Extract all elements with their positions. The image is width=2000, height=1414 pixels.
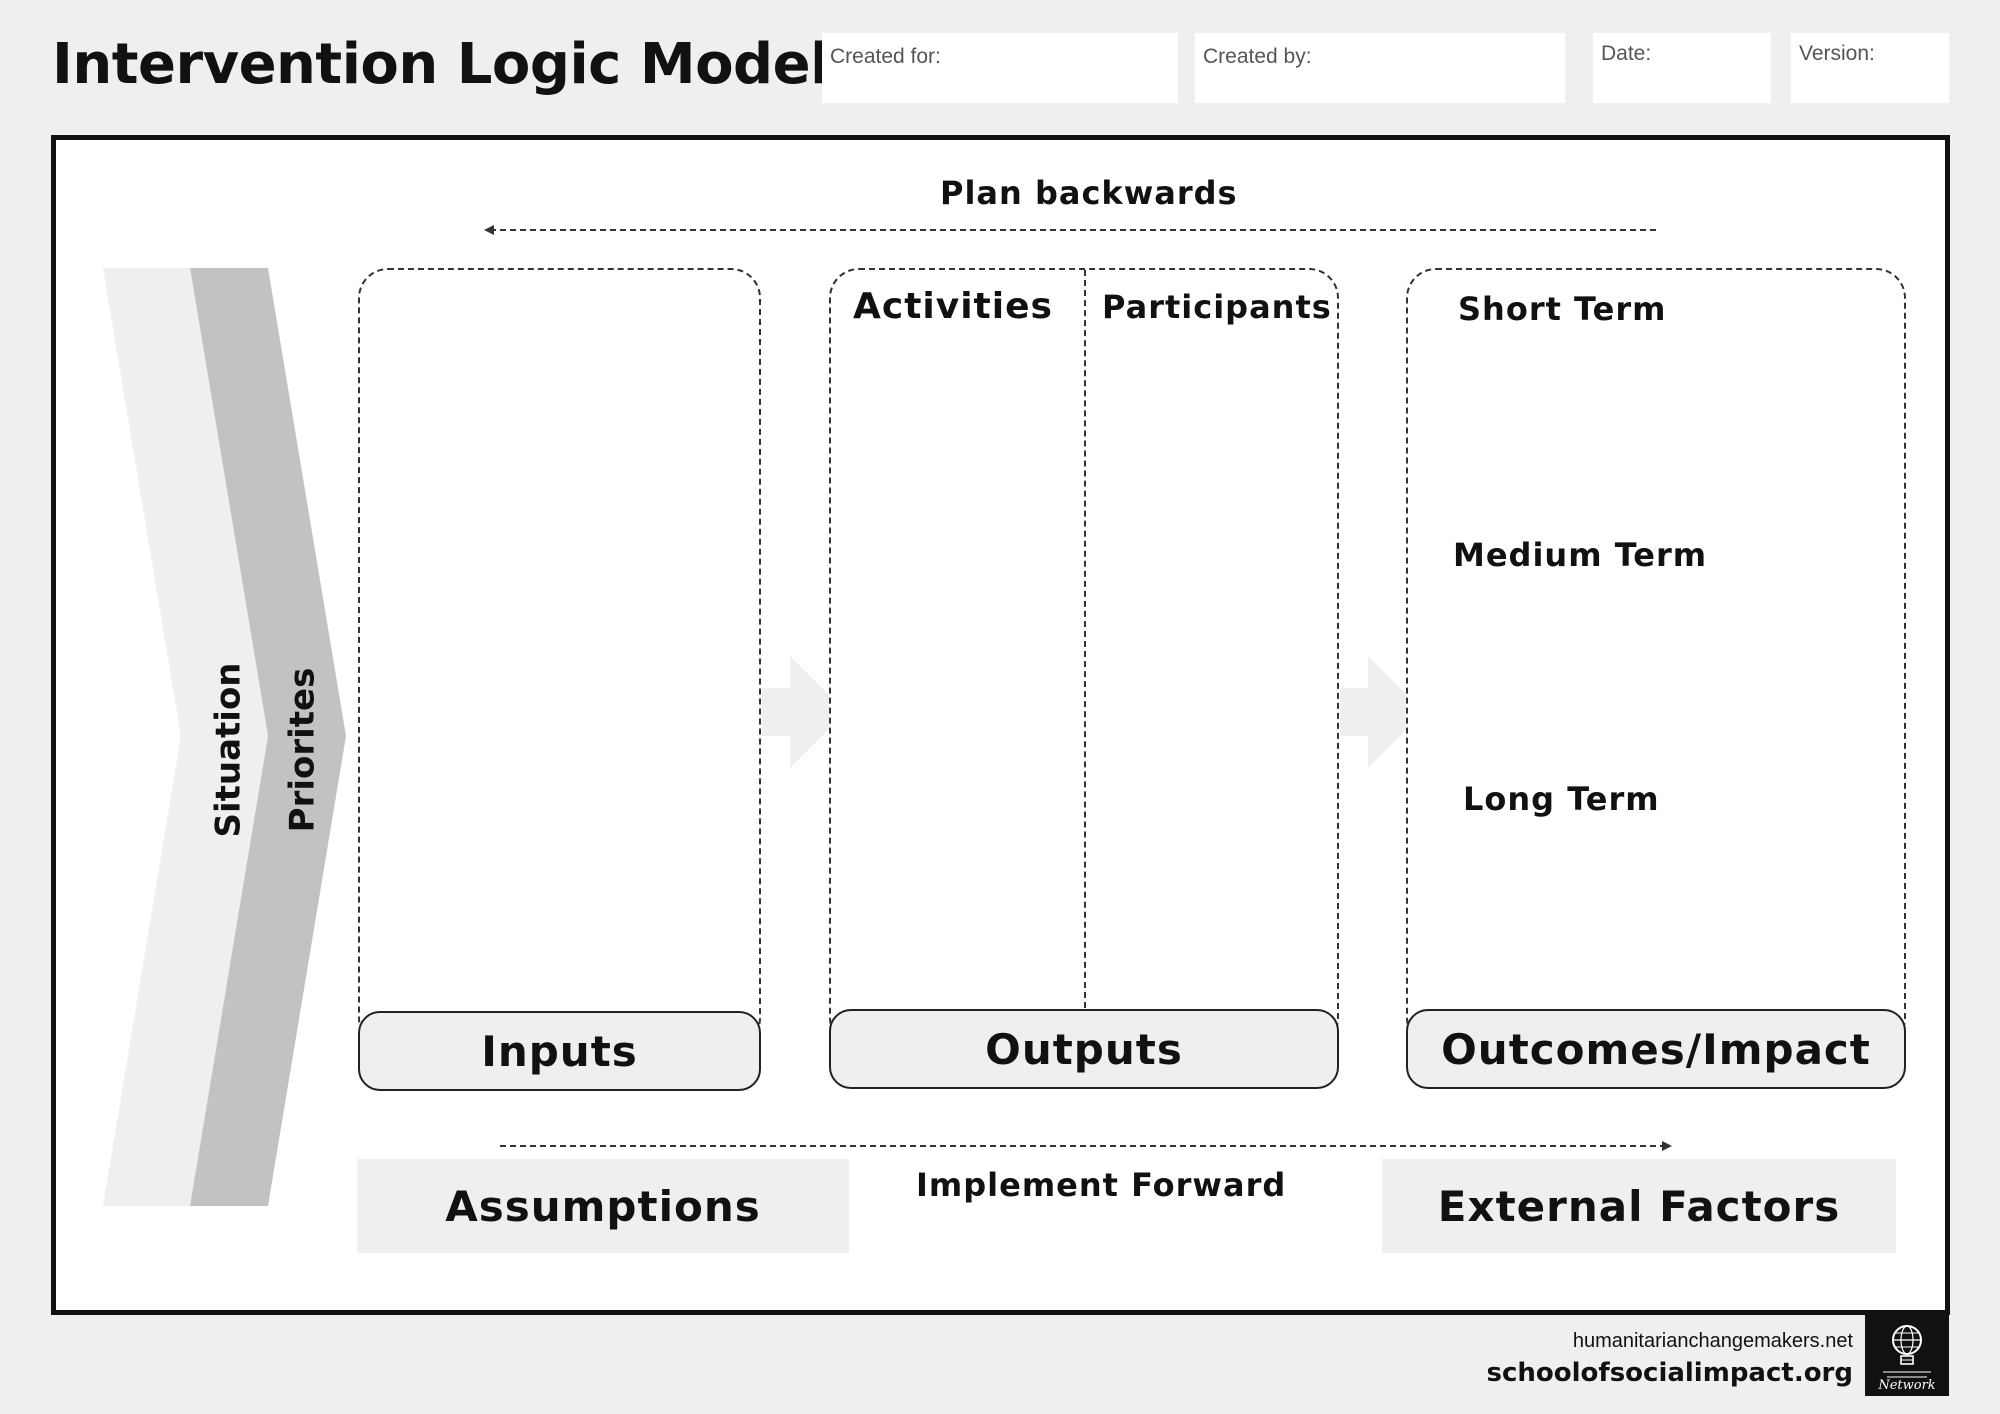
long-term-label: Long Term bbox=[1463, 780, 1660, 818]
version-field[interactable]: Version: bbox=[1791, 33, 1949, 103]
humanitarian-link[interactable]: humanitarianchangemakers.net bbox=[1572, 1330, 1853, 1352]
participants-label: Participants bbox=[1102, 288, 1332, 326]
outcomes-column[interactable] bbox=[1406, 268, 1906, 1048]
outcomes-header: Outcomes/Impact bbox=[1406, 1009, 1906, 1089]
external-factors-label: External Factors bbox=[1437, 1181, 1841, 1231]
plan-backwards-arrow bbox=[484, 225, 1656, 235]
short-term-label: Short Term bbox=[1458, 290, 1667, 328]
created-for-label: Created for: bbox=[830, 45, 941, 68]
page-title: Intervention Logic Model bbox=[52, 32, 829, 97]
version-label: Version: bbox=[1799, 42, 1875, 65]
situation-chevron bbox=[103, 268, 268, 1206]
activities-label: Activities bbox=[853, 286, 1053, 327]
outcomes-label: Outcomes/Impact bbox=[1441, 1024, 1871, 1074]
created-by-label: Created by: bbox=[1203, 45, 1312, 68]
implement-forward-arrow bbox=[500, 1141, 1672, 1151]
assumptions-label: Assumptions bbox=[445, 1181, 761, 1231]
inputs-column[interactable] bbox=[358, 268, 761, 1048]
logo-text: Network bbox=[1878, 1378, 1936, 1393]
inputs-label: Inputs bbox=[481, 1026, 638, 1076]
external-factors-box[interactable]: External Factors bbox=[1382, 1159, 1896, 1253]
implement-forward-label: Implement Forward bbox=[916, 1166, 1287, 1204]
priorities-label: Priorites bbox=[282, 667, 323, 833]
lightbulb-globe-icon bbox=[1883, 1325, 1931, 1378]
inputs-header: Inputs bbox=[358, 1011, 761, 1091]
outputs-divider bbox=[1084, 270, 1086, 1008]
created-for-field[interactable]: Created for: bbox=[822, 33, 1178, 103]
inputs-to-outputs-arrow bbox=[762, 656, 846, 768]
priorities-chevron bbox=[190, 268, 346, 1206]
plan-backwards-label: Plan backwards bbox=[940, 174, 1238, 212]
date-label: Date: bbox=[1601, 42, 1652, 65]
date-field[interactable]: Date: bbox=[1593, 33, 1771, 103]
network-logo: Network bbox=[1865, 1312, 1949, 1396]
assumptions-box[interactable]: Assumptions bbox=[357, 1159, 849, 1253]
outputs-to-outcomes-arrow bbox=[1340, 656, 1424, 768]
outputs-label: Outputs bbox=[985, 1024, 1183, 1074]
outputs-header: Outputs bbox=[829, 1009, 1339, 1089]
medium-term-label: Medium Term bbox=[1453, 536, 1708, 574]
created-by-field[interactable]: Created by: bbox=[1195, 33, 1565, 103]
school-link[interactable]: schoolofsocialimpact.org bbox=[1486, 1358, 1853, 1388]
